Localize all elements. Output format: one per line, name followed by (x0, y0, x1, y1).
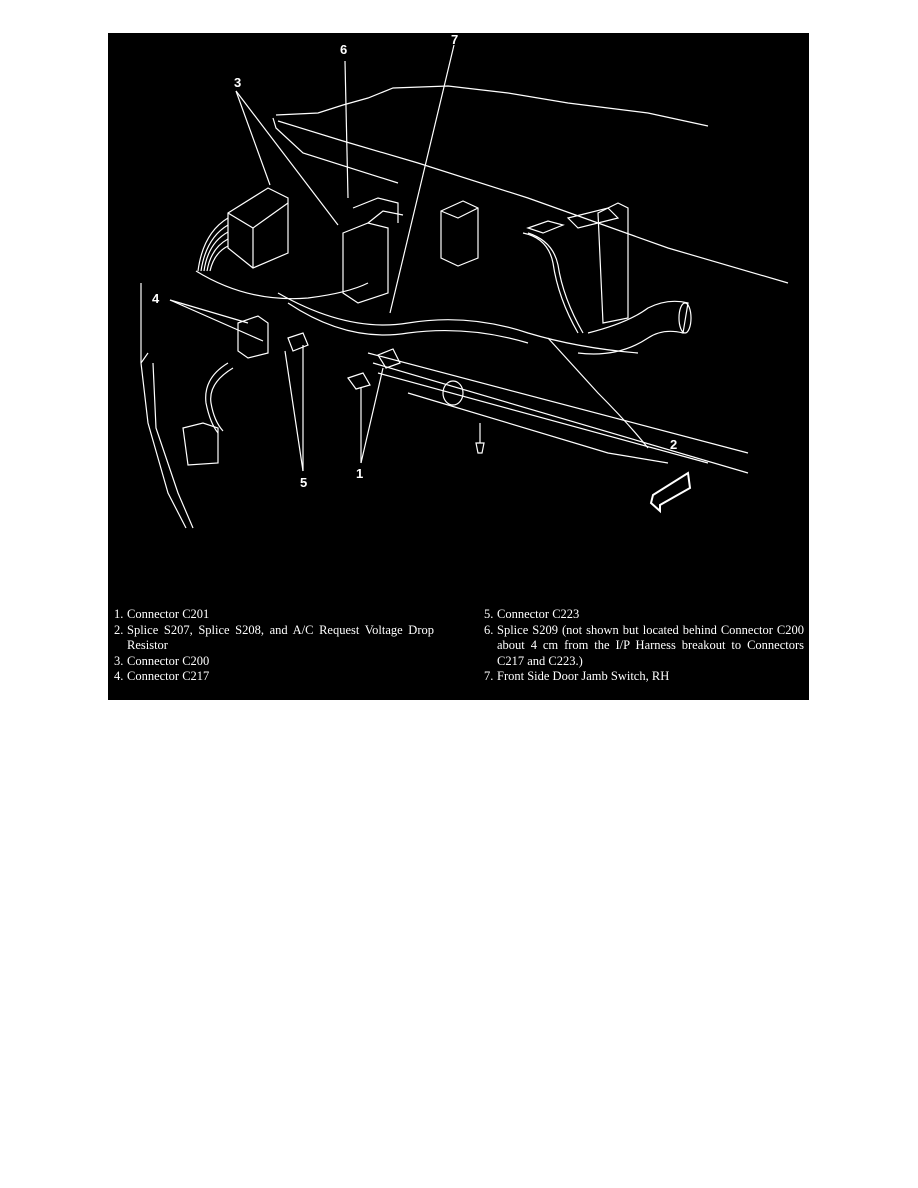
callout-3: 3 (234, 75, 242, 90)
duct-hose (577, 300, 689, 355)
legend-item-3: 3. Connector C200 (114, 653, 210, 668)
legend-right-column: 5. Connector C223 6. Splice S209 (not sh… (484, 607, 804, 685)
legend-item-5: 5. Connector C223 (484, 607, 580, 621)
relay-box (440, 200, 479, 267)
callout-1: 1 (356, 466, 364, 481)
c200-connector (227, 187, 289, 269)
callout-6: 6 (340, 42, 348, 57)
legend-item-6: 6. Splice S209 (not shown but located be… (484, 622, 804, 668)
c201-connector-a (347, 372, 371, 390)
callout-5: 5 (300, 475, 308, 490)
a-pillar-line (140, 352, 187, 529)
callout-7: 7 (451, 32, 459, 47)
leader-6 (344, 60, 349, 199)
c201-connector-b (377, 348, 401, 369)
callout-2: 2 (670, 437, 678, 452)
rh-module (597, 202, 629, 324)
blower-knob (442, 380, 464, 406)
legend-item-7: 7. Front Side Door Jamb Switch, RH (484, 669, 670, 683)
leader-2 (547, 337, 649, 449)
lower-left-connector (182, 422, 219, 466)
leader-5a (284, 350, 304, 472)
leader-1b (360, 367, 384, 464)
center-bracket (342, 222, 389, 304)
dash-edge-line (277, 120, 789, 284)
leader-3b (235, 90, 339, 226)
dash-top-outline (275, 85, 709, 127)
screw (475, 442, 485, 454)
leader-7 (389, 44, 455, 314)
c223-connector (287, 332, 309, 352)
legend-item-4: 4. Connector C217 (114, 669, 210, 683)
legend-item-2: 2. Splice S207, Splice S208, and A/C Req… (114, 622, 434, 653)
legend-item-1: 1. Connector C201 (114, 607, 210, 621)
leader-4a (169, 299, 249, 324)
diagram-panel: 3 6 7 4 2 5 1 1. Connector C201 2. Splic… (108, 33, 809, 700)
wiring-harness-drawing (140, 44, 789, 529)
forward-direction-arrow (649, 471, 692, 514)
callout-4: 4 (152, 291, 160, 306)
leader-4b (169, 299, 264, 342)
c217-connector (237, 315, 269, 359)
legend-left-column: 1. Connector C201 2. Splice S207, Splice… (114, 607, 434, 685)
leader-3a (235, 90, 271, 186)
